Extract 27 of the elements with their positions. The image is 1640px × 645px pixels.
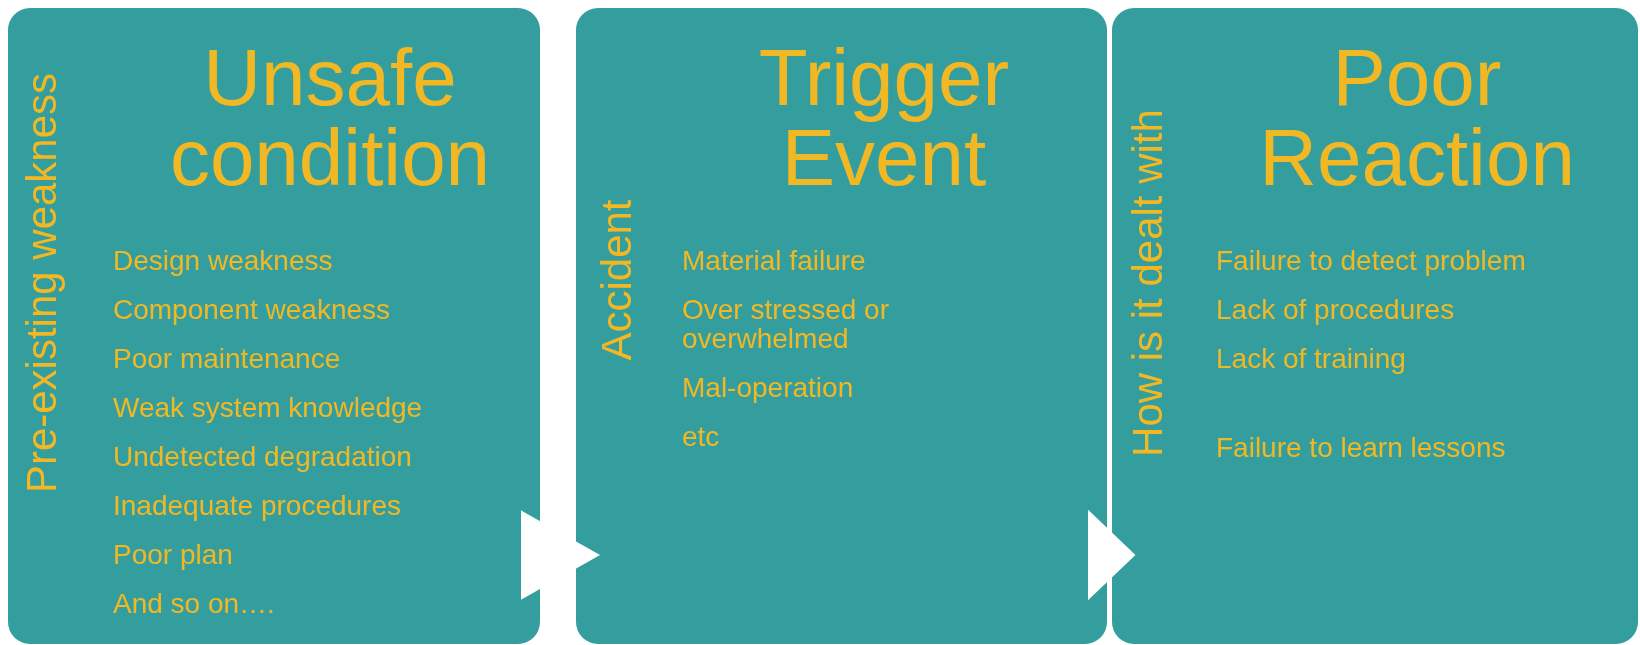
list-item: Poor maintenance (113, 343, 342, 374)
list-item: Lack of procedures (1216, 295, 1456, 325)
list-item: And so on…. (113, 588, 276, 619)
list-item: Lack of training (1216, 343, 1407, 374)
list-item: etc (682, 422, 721, 452)
list-item: Poor plan (113, 539, 234, 570)
list-item: Inadequate procedures (113, 490, 402, 521)
list-item: Failure to detect problem (1216, 246, 1527, 276)
list-item: Over stressed or overwhelmed (682, 295, 890, 354)
process-panel (8, 8, 540, 644)
list-item: Weak system knowledge (113, 392, 424, 423)
list-item: Failure to learn lessons (1216, 433, 1507, 463)
process-panel (576, 8, 1107, 644)
list-item: Material failure (682, 246, 867, 276)
vertical-label: How is it dealt with (1127, 109, 1169, 457)
vertical-label: Accident (596, 199, 638, 361)
list-item: Undetected degradation (113, 441, 413, 472)
chevron-arrow (1088, 509, 1136, 601)
list-item: Mal-operation (682, 373, 855, 403)
panel-title: Unsafe condition (168, 38, 492, 198)
vertical-label: Pre-existing weakness (21, 72, 63, 494)
process-panel (1112, 8, 1638, 644)
panel-title: Trigger Event (757, 38, 1011, 198)
chevron-arrow (521, 510, 601, 600)
list-item: Component weakness (113, 295, 392, 325)
list-item: Design weakness (113, 246, 334, 276)
panel-title: Poor Reaction (1258, 38, 1576, 198)
